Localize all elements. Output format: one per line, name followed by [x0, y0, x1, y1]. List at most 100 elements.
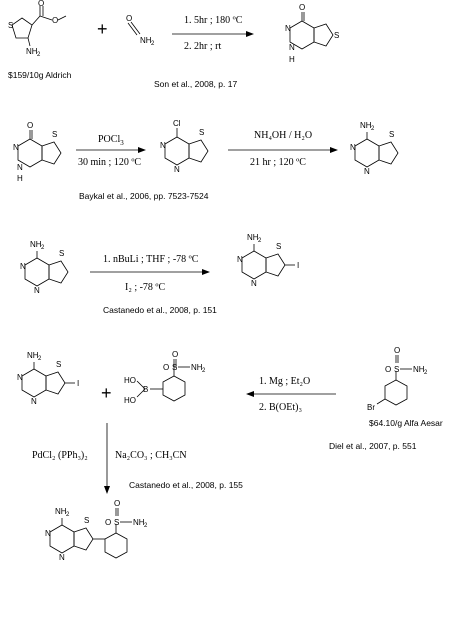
aminothiophene-ester-structure: O O S NH 2 [8, 0, 67, 58]
nitrogen-label: N [251, 279, 257, 288]
oxygen-label: O [114, 499, 120, 508]
nitrogen-label: N [174, 165, 180, 174]
catalyst-label: PdCl₂ (PPh₃)₂ [32, 450, 88, 461]
oxygen-label: O [52, 16, 58, 25]
citation-diel: Diel et al., 2007, p. 551 [329, 441, 417, 451]
amine-label: NH [360, 121, 372, 130]
sulfur-label: S [199, 128, 204, 137]
oxygen-label: O [38, 0, 44, 8]
plus-sign: + [101, 383, 112, 403]
sulfur-label: S [59, 249, 64, 258]
chlorine-label: Cl [173, 119, 181, 128]
sulfur-label: S [114, 518, 119, 527]
citation-castanedo-155: Castanedo et al., 2008, p. 155 [129, 480, 243, 490]
amine-subscript: 2 [38, 356, 42, 362]
sulfur-label: S [8, 21, 13, 30]
iodine-label: I [77, 379, 79, 388]
amine-subscript: 2 [258, 238, 262, 244]
nitrogen-label: N [17, 373, 23, 382]
reagent-nh4oh: NH₄OH / H₂O [254, 130, 312, 141]
formamide-structure: O NH 2 [126, 14, 155, 47]
nitrogen-label: N [17, 163, 23, 172]
sulfur-label: S [56, 360, 61, 369]
sulfur-label: S [52, 130, 57, 139]
sulfur-label: S [172, 363, 177, 372]
oxygen-label: O [394, 346, 400, 355]
nitrogen-label: N [13, 143, 19, 152]
amine-label: NH [191, 363, 203, 372]
oxygen-label: O [172, 350, 178, 359]
sulfur-label: S [394, 365, 399, 374]
sulfur-label: S [276, 242, 281, 251]
nitrogen-label: N [285, 24, 291, 33]
hydrogen-label: H [289, 55, 295, 64]
alfa-aesar-price: $64.10/g Alfa Aesar [369, 418, 443, 428]
amine-subscript: 2 [66, 512, 70, 518]
amine-label: NH [413, 365, 425, 374]
row4-step1: 1. Mg ; Et₂O [259, 376, 310, 387]
nitrogen-label: N [20, 262, 26, 271]
nitrogen-label: N [34, 286, 40, 295]
row1-step1: 1. 5hr ; 180 ºC [184, 15, 243, 26]
amine-subscript: 2 [151, 41, 155, 47]
amine-label: NH [30, 240, 42, 249]
final-product-structure: NH 2 S N N O O S NH 2 [45, 499, 148, 562]
oxygen-label: O [385, 365, 391, 374]
citation-baykal: Baykal et al., 2006, pp. 7523-7524 [79, 191, 209, 201]
oxygen-label: O [163, 363, 169, 372]
nitrogen-label: N [364, 167, 370, 176]
sulfur-label: S [334, 31, 339, 40]
oxygen-label: O [126, 14, 132, 23]
amine-label: NH [26, 47, 38, 56]
base-solvent-label: Na₂CO₃ ; CH₃CN [115, 450, 187, 461]
amine-subscript: 2 [37, 52, 41, 58]
plus-sign: + [97, 19, 108, 39]
row2-cond-a: 30 min ; 120 ºC [78, 157, 141, 168]
thienopyrimidinone-structure-2: O S N N H [13, 121, 62, 183]
amine-label: NH [27, 351, 39, 360]
oxygen-label: O [105, 518, 111, 527]
nitrogen-label: N [45, 529, 51, 538]
nitrogen-label: N [289, 43, 295, 52]
hydrogen-label: H [17, 174, 23, 183]
reagent-pocl3: POCl3 [98, 134, 124, 147]
sulfur-label: S [389, 130, 394, 139]
row1-step2: 2. 2hr ; rt [184, 41, 221, 52]
aminothienopyrimidine-structure-2: NH 2 S N N [20, 240, 69, 295]
oxygen-label: O [299, 3, 305, 12]
nitrogen-label: N [160, 141, 166, 150]
sulfur-label: S [84, 516, 89, 525]
oxygen-label: O [27, 121, 33, 130]
bromobenzenesulfonamide-structure: Br O O S NH 2 [367, 346, 428, 412]
chlorothienopyrimidine-structure: Cl S N N [160, 119, 209, 174]
amine-subscript: 2 [202, 368, 206, 374]
aminothienopyrimidine-structure: NH 2 S N N [350, 121, 399, 176]
nitrogen-label: N [59, 553, 65, 562]
citation-castanedo-151: Castanedo et al., 2008, p. 151 [103, 305, 217, 315]
row4-step2: 2. B(OEt)₃ [259, 402, 302, 413]
row3-step2: I₂ ; -78 ºC [125, 282, 166, 293]
iodothienopyrimidine-structure: NH 2 S N N I [237, 233, 299, 288]
hydroxyl-label: HO [124, 376, 136, 385]
amine-label: NH [133, 518, 145, 527]
amine-subscript: 2 [41, 245, 45, 251]
nitrogen-label: N [350, 143, 356, 152]
amine-subscript: 2 [144, 523, 148, 529]
citation-son: Son et al., 2008, p. 17 [154, 79, 237, 89]
amine-label: NH [247, 233, 259, 242]
iodothienopyrimidine-structure-2: NH 2 S N N I [17, 351, 79, 406]
nitrogen-label: N [31, 397, 37, 406]
amine-subscript: 2 [424, 370, 428, 376]
row3-step1: 1. nBuLi ; THF ; -78 ºC [103, 254, 199, 265]
sulfamoylphenylboronic-acid-structure: HO HO B O O S NH 2 [124, 350, 206, 405]
amine-label: NH [140, 36, 152, 45]
row2-cond-b: 21 hr ; 120 ºC [250, 157, 306, 168]
hydroxyl-label: HO [124, 396, 136, 405]
boron-label: B [143, 385, 148, 394]
iodine-label: I [297, 261, 299, 270]
aldrich-price: $159/10g Aldrich [8, 70, 72, 80]
thienopyrimidinone-structure: O S N N H [285, 3, 339, 64]
amine-subscript: 2 [371, 126, 375, 132]
amine-label: NH [55, 507, 67, 516]
